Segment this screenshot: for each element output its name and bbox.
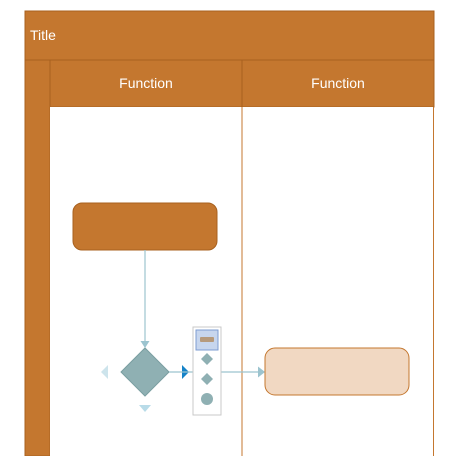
quick-shapes-menu[interactable] bbox=[192, 326, 222, 416]
quick-shape-rectangle-icon bbox=[200, 337, 214, 342]
decision-shape[interactable] bbox=[120, 347, 170, 397]
quick-shape-diamond-icon-1[interactable] bbox=[201, 353, 213, 365]
connector-1-arrowhead bbox=[140, 341, 150, 348]
quick-shape-diamond-icon-2[interactable] bbox=[201, 373, 213, 385]
pool-side-band bbox=[24, 59, 51, 457]
autoconnect-arrow-down[interactable] bbox=[139, 405, 151, 412]
lane-1-label[interactable]: Function bbox=[119, 75, 173, 91]
quick-shape-circle-icon[interactable] bbox=[201, 393, 213, 405]
pool-title-bar[interactable] bbox=[24, 10, 435, 61]
connector-2-arrowhead bbox=[258, 366, 265, 378]
process-shape-1[interactable] bbox=[72, 202, 218, 251]
process-shape-2-preview[interactable] bbox=[264, 347, 410, 396]
lane-2-label[interactable]: Function bbox=[311, 75, 365, 91]
autoconnect-arrow-left[interactable] bbox=[101, 365, 108, 379]
lane-2-body[interactable] bbox=[242, 107, 434, 456]
pool-title[interactable]: Title bbox=[30, 27, 56, 43]
